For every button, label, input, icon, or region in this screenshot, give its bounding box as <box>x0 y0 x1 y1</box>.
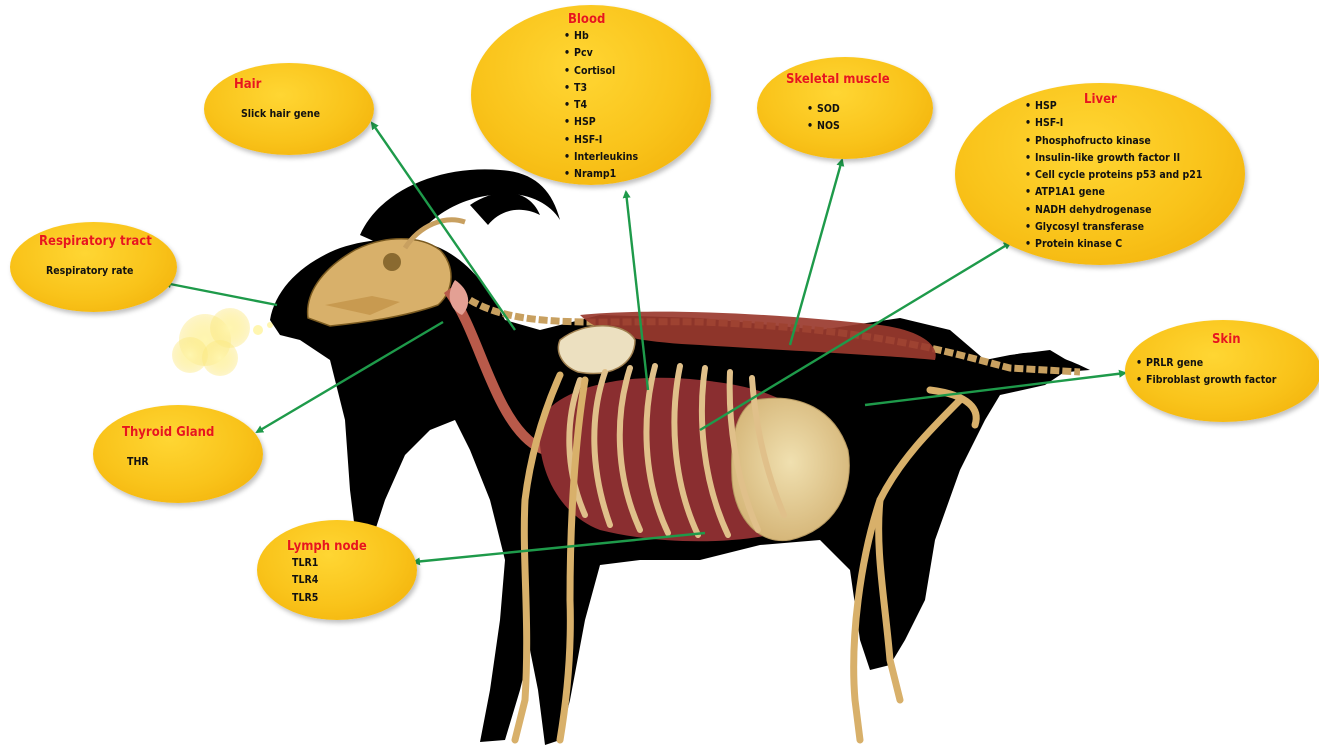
skeletal-muscle-title: Skeletal muscle <box>786 72 890 87</box>
list-item: Insulin-like growth factor II <box>1025 150 1202 167</box>
list-item: T3 <box>564 80 638 97</box>
respiratory-tract-bubble: Respiratory tract Respiratory rate <box>10 222 177 312</box>
thyroid-gland-bubble: Thyroid Gland THR <box>93 405 263 503</box>
skin-list: PRLR gene Fibroblast growth factor <box>1136 355 1276 390</box>
list-item: NOS <box>807 118 840 135</box>
list-item: SOD <box>807 101 840 118</box>
hair-bubble: Hair Slick hair gene <box>204 63 374 155</box>
skin-bubble: Skin PRLR gene Fibroblast growth factor <box>1125 320 1319 422</box>
list-item: Cell cycle proteins p53 and p21 <box>1025 167 1202 184</box>
thyroid-gland-list: THR <box>127 454 149 471</box>
hair-list: Slick hair gene <box>241 106 320 123</box>
blood-list: Hb Pcv Cortisol T3 T4 HSP HSF-I Interleu… <box>564 28 638 184</box>
list-item: PRLR gene <box>1136 355 1276 372</box>
list-item: TLR1 <box>292 555 318 572</box>
list-item: TLR5 <box>292 590 318 607</box>
list-item: Slick hair gene <box>241 106 320 123</box>
list-item: HSP <box>564 114 638 131</box>
list-item: Respiratory rate <box>46 263 133 280</box>
liver-list: HSP HSF-I Phosphofructo kinase Insulin-l… <box>1025 98 1202 254</box>
respiratory-tract-list: Respiratory rate <box>46 263 133 280</box>
arrow-skeletal-muscle <box>790 160 842 345</box>
list-item: T4 <box>564 97 638 114</box>
breath-cloud <box>172 308 273 376</box>
list-item: HSF-I <box>1025 115 1202 132</box>
list-item: Fibroblast growth factor <box>1136 372 1276 389</box>
lymph-node-bubble: Lymph node TLR1 TLR4 TLR5 <box>257 520 417 620</box>
list-item: HSP <box>1025 98 1202 115</box>
goat-skeleton <box>308 220 1080 740</box>
skeletal-muscle-list: SOD NOS <box>807 101 840 136</box>
blood-title: Blood <box>568 12 605 27</box>
list-item: Nramp1 <box>564 166 638 183</box>
blood-bubble: Blood Hb Pcv Cortisol T3 T4 HSP HSF-I In… <box>471 5 711 185</box>
arrow-respiratory-tract <box>165 283 277 305</box>
list-item: Pcv <box>564 45 638 62</box>
list-item: Glycosyl transferase <box>1025 219 1202 236</box>
skeletal-muscle-bubble: Skeletal muscle SOD NOS <box>757 57 933 159</box>
list-item: ATP1A1 gene <box>1025 184 1202 201</box>
hair-title: Hair <box>234 77 261 92</box>
list-item: Cortisol <box>564 63 638 80</box>
list-item: HSF-I <box>564 132 638 149</box>
skin-title: Skin <box>1212 332 1241 347</box>
list-item: Protein kinase C <box>1025 236 1202 253</box>
thyroid-gland-title: Thyroid Gland <box>122 425 214 440</box>
lymph-node-list: TLR1 TLR4 TLR5 <box>292 555 318 607</box>
list-item: Phosphofructo kinase <box>1025 133 1202 150</box>
list-item: Hb <box>564 28 638 45</box>
list-item: TLR4 <box>292 572 318 589</box>
list-item: Interleukins <box>564 149 638 166</box>
respiratory-tract-title: Respiratory tract <box>39 234 152 249</box>
list-item: THR <box>127 454 149 471</box>
lymph-node-title: Lymph node <box>287 539 367 554</box>
list-item: NADH dehydrogenase <box>1025 202 1202 219</box>
liver-bubble: Liver HSP HSF-I Phosphofructo kinase Ins… <box>955 83 1245 265</box>
